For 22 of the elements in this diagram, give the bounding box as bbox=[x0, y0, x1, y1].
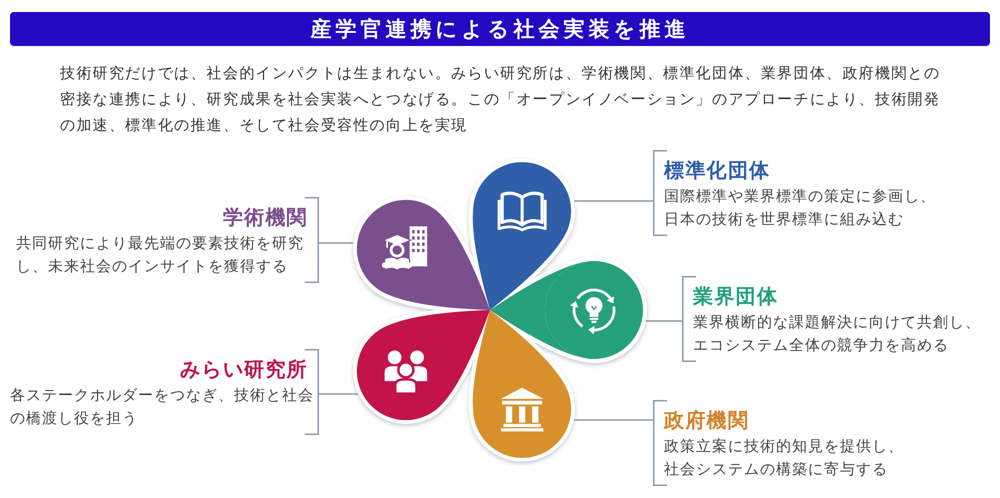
leader-line bbox=[574, 419, 653, 421]
heading: 標準化団体 bbox=[664, 157, 770, 184]
description: 国際標準や業界標準の策定に参画し、日本の技術を世界標準に組み込む bbox=[664, 186, 937, 230]
description: 各ステークホルダーをつなぎ、技術と社会の橋渡し役を担う bbox=[10, 385, 315, 429]
petal bbox=[473, 360, 572, 458]
leader-line bbox=[574, 200, 653, 202]
intro-paragraph: 技術研究だけでは、社会的インパクトは生まれない。みらい研究所は、学術機関、標準化団体、業界団体、政府機関との密接な連携により、研究成果を社会実装へとつなげる。この「オープンイノベーション」のアプローチにより、技術開発の加速、標準化の推進、そして社会受容性の向上を実現 bbox=[60, 63, 942, 136]
petal bbox=[545, 261, 643, 359]
leader-line bbox=[319, 242, 354, 244]
leader-line bbox=[319, 393, 358, 395]
leader-line bbox=[646, 320, 682, 322]
description: 政策立案に技術的知見を提供し、社会システムの構築に寄与する bbox=[664, 436, 905, 480]
title-banner: 産学官連携による社会実装を推進 bbox=[10, 12, 990, 46]
petal bbox=[473, 162, 572, 260]
heading: 政府機関 bbox=[664, 407, 750, 434]
description: 業界横断的な課題解決に向けて共創し、エコシステム全体の競争力を高める bbox=[693, 312, 982, 356]
description: 共同研究により最先端の要素技術を研究し、未来社会のインサイトを獲得する bbox=[16, 233, 305, 277]
petal bbox=[356, 322, 455, 420]
heading: みらい研究所 bbox=[180, 356, 308, 383]
petal bbox=[356, 200, 455, 298]
heading: 学術機関 bbox=[222, 204, 308, 231]
heading: 業界団体 bbox=[693, 283, 778, 310]
